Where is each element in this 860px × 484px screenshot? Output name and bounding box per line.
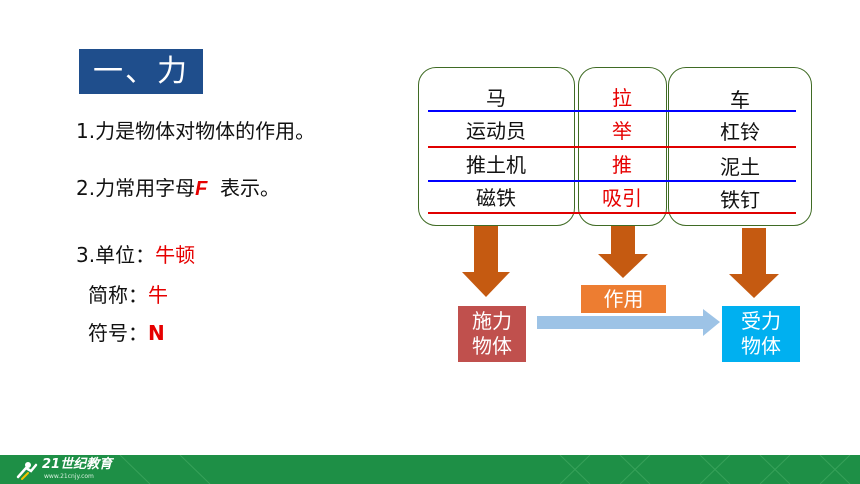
symbol-label: 符号： xyxy=(88,321,148,345)
unit-label: 3.单位： xyxy=(76,243,156,267)
source-cell-1: 马 xyxy=(486,86,506,110)
row-line-4 xyxy=(428,212,796,214)
row-line-3 xyxy=(428,180,796,182)
force-source-line-1: 施力 xyxy=(472,309,512,333)
receiver-cell-4: 铁钉 xyxy=(720,188,760,212)
source-cell-3: 推土机 xyxy=(466,153,526,177)
symbol: 符号：N xyxy=(88,320,165,346)
action-label-box: 作用 xyxy=(581,285,666,313)
symbol-value: N xyxy=(148,321,165,345)
action-cell-2: 举 xyxy=(612,119,632,143)
action-cell-4: 吸引 xyxy=(602,186,642,210)
force-source-line-2: 物体 xyxy=(472,334,512,358)
abbreviation: 简称：牛 xyxy=(88,282,168,308)
footer-bar xyxy=(0,455,860,484)
receiver-cell-1: 车 xyxy=(730,88,750,112)
source-cell-2: 运动员 xyxy=(466,119,526,143)
footer-pattern xyxy=(16,455,851,484)
unit-value: 牛顿 xyxy=(155,243,196,267)
down-arrow-action xyxy=(598,226,648,278)
down-arrow-receiver xyxy=(729,228,779,298)
receiver-cell-3: 泥土 xyxy=(720,155,760,179)
footer-logo xyxy=(16,462,38,480)
point-2-suffix: 表示。 xyxy=(220,176,281,200)
point-3-unit: 3.单位：牛顿 xyxy=(76,242,195,268)
point-2: 2.力常用字母F 表示。 xyxy=(76,175,280,202)
row-line-2 xyxy=(428,146,796,148)
down-arrow-source xyxy=(462,226,510,297)
footer-brand: 21世纪教育 xyxy=(42,457,113,472)
point-2-prefix: 2.力常用字母 xyxy=(76,176,196,200)
force-source-box: 施力 物体 xyxy=(458,306,526,362)
force-receiver-box: 受力 物体 xyxy=(722,306,800,362)
force-receiver-line-2: 物体 xyxy=(741,334,781,358)
footer-url: www.21cnjy.com xyxy=(44,473,94,480)
action-cell-1: 拉 xyxy=(612,86,632,110)
horizontal-arrow xyxy=(537,309,720,336)
receiver-cell-2: 杠铃 xyxy=(720,120,760,144)
force-receiver-line-1: 受力 xyxy=(741,309,781,333)
abbreviation-value: 牛 xyxy=(148,283,168,307)
abbreviation-label: 简称： xyxy=(88,283,148,307)
row-line-1 xyxy=(428,110,796,112)
action-cell-3: 推 xyxy=(612,153,632,177)
force-letter: F xyxy=(195,178,208,200)
point-1: 1.力是物体对物体的作用。 xyxy=(76,119,316,143)
section-title: 一、力 xyxy=(79,49,203,94)
source-cell-4: 磁铁 xyxy=(476,186,516,210)
